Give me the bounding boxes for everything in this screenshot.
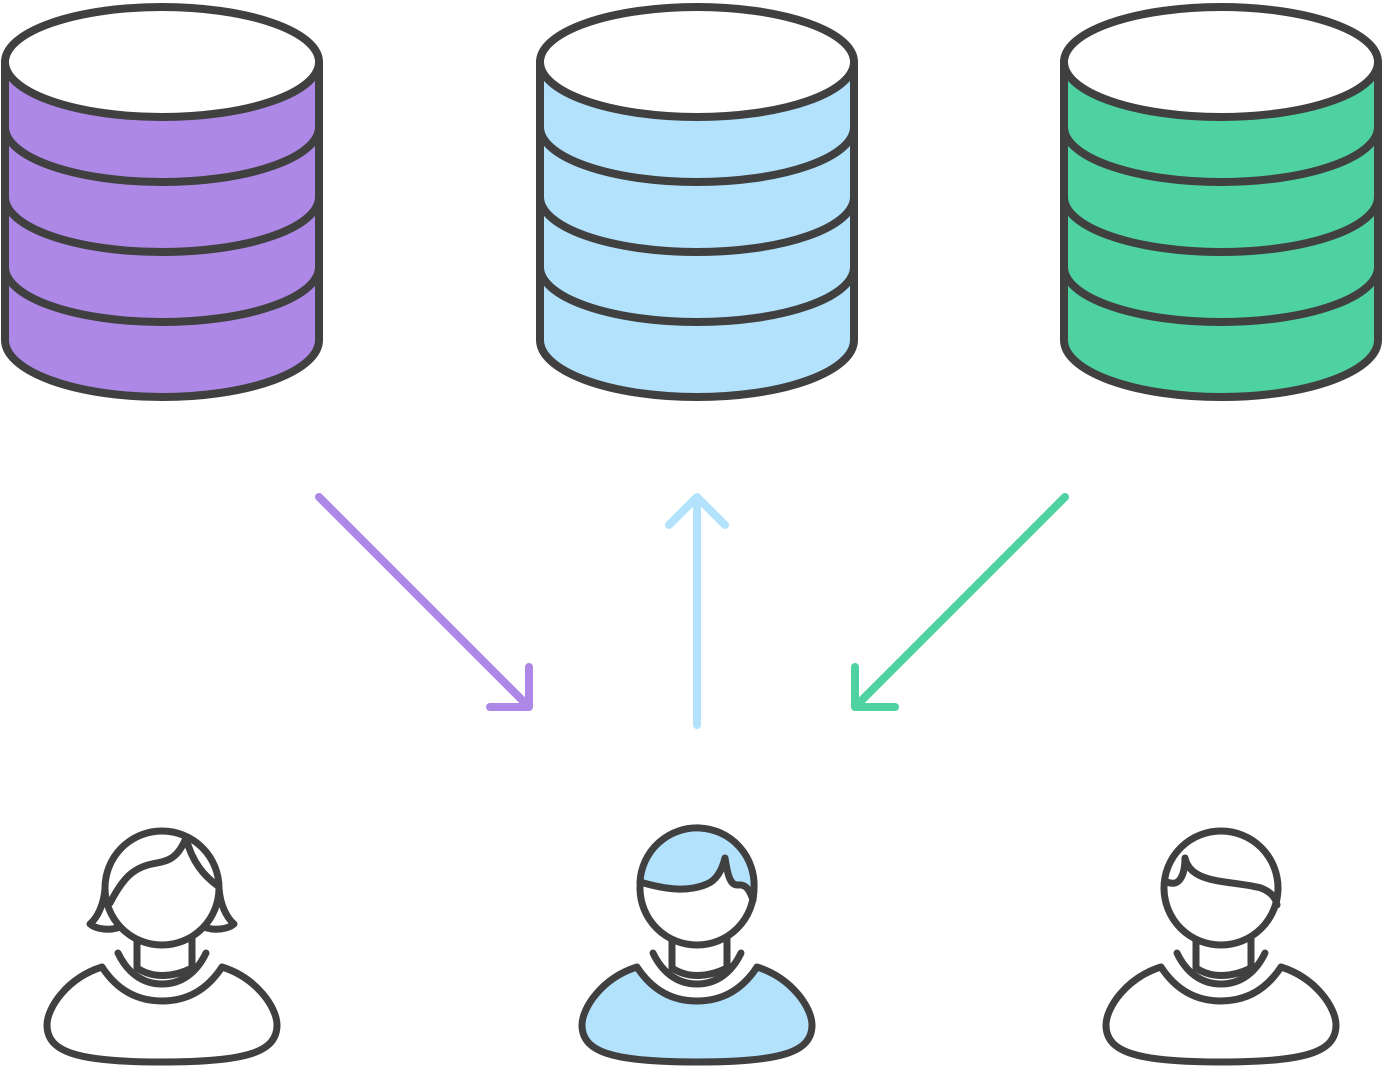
database-band-line [1060,196,1382,256]
hair-sides [86,884,238,933]
user-female-icon [43,827,281,1066]
user-male-icon [1102,827,1340,1066]
arrow-green-to-user [851,493,1069,711]
user-center-highlighted-icon [578,824,816,1066]
user-collar [649,949,745,988]
user-body [578,963,816,1066]
database-band-line [1,196,323,256]
arrow-user-to-blue [665,493,729,729]
database-green-icon [1060,3,1382,401]
database-blue-icon [536,3,858,401]
users [43,824,1340,1066]
user-body [1102,963,1340,1066]
database-band-line [536,266,858,326]
arrow-purple-to-user [315,493,533,711]
arrows [315,493,1069,729]
database-top [1060,3,1382,121]
database-band-line [536,126,858,186]
hair [1163,854,1281,909]
database-band-line [536,196,858,256]
database-band-line [1060,266,1382,326]
hair [636,824,758,904]
database-purple-icon [1,3,323,401]
user-head [1160,827,1282,949]
user-body [43,963,281,1066]
database-top [536,3,858,121]
hair-fringe [106,834,222,907]
database-band-line [1,126,323,186]
user-collar [1173,949,1269,988]
database-top [1,3,323,121]
user-collar [114,949,210,988]
database-band-line [1060,126,1382,186]
databases [1,3,1382,401]
database-band-line [1,266,323,326]
